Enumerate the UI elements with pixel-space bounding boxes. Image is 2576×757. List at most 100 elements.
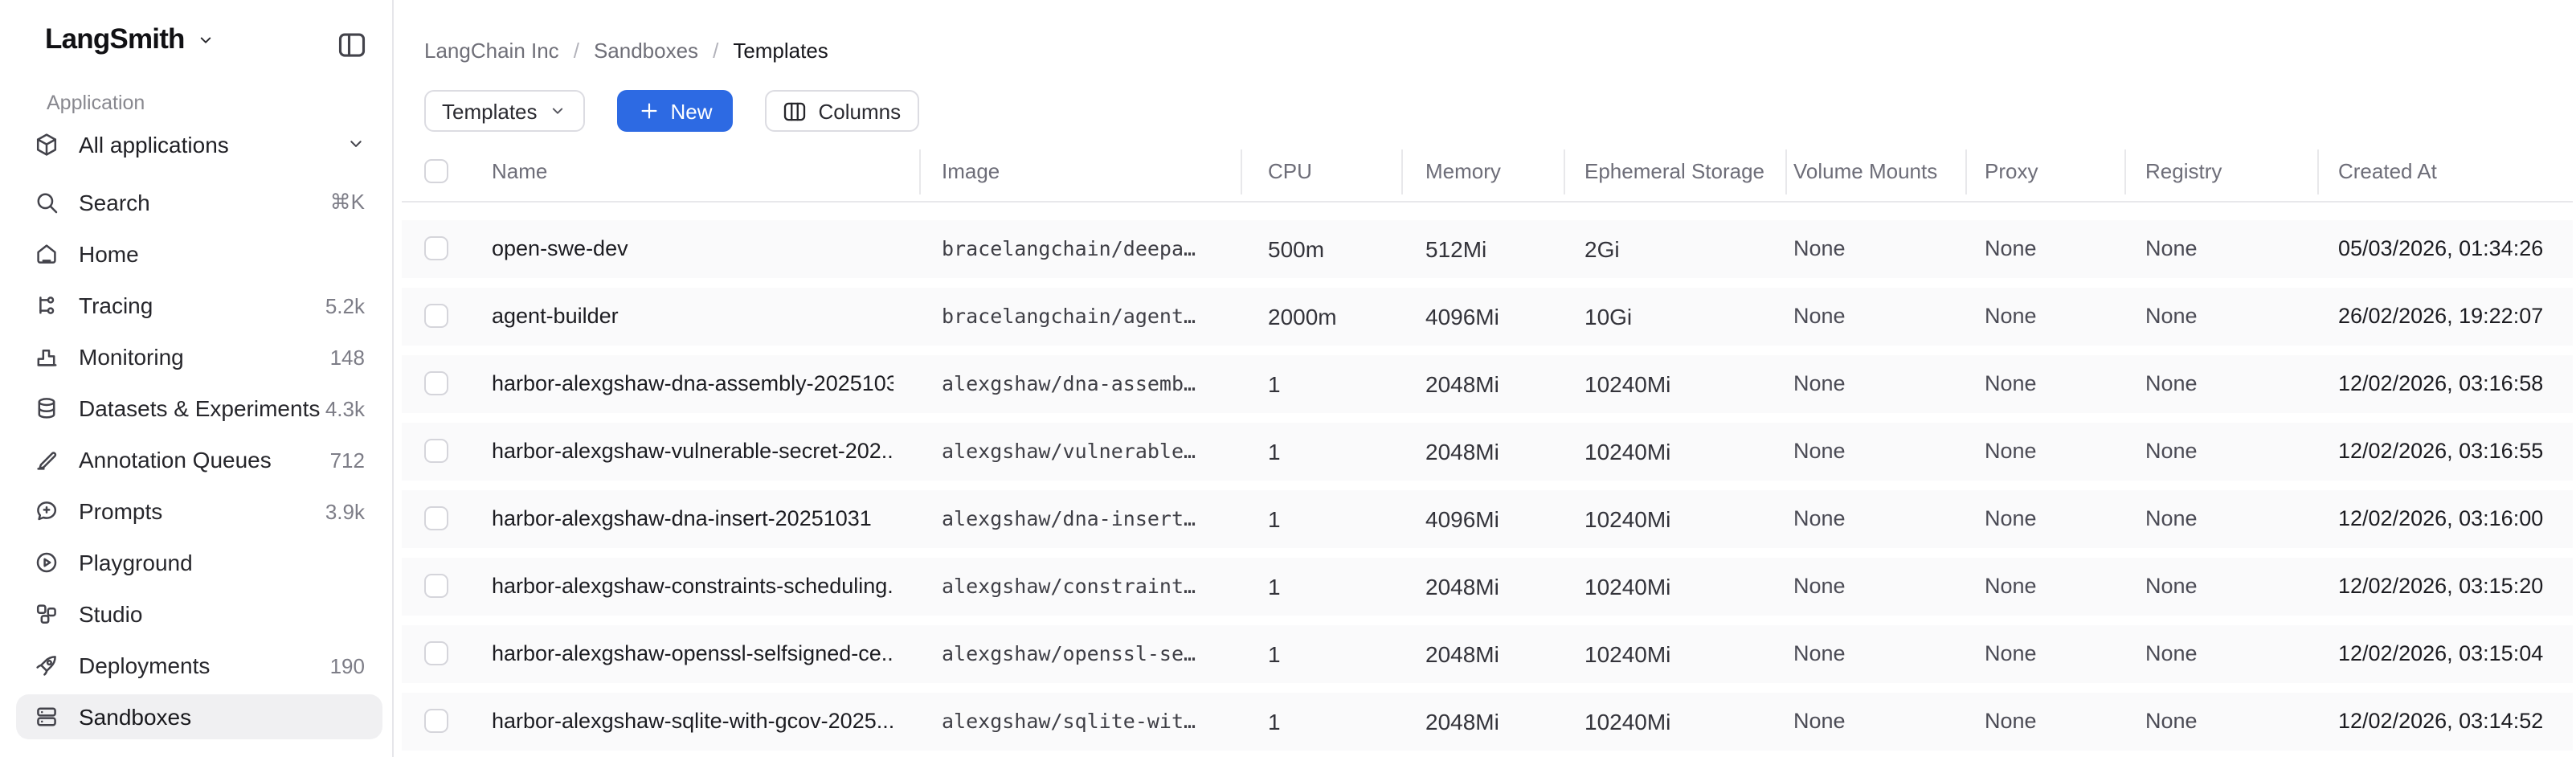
cell-image: alexgshaw/vulnerable… — [942, 439, 1196, 463]
column-header-name[interactable]: Name — [492, 159, 548, 183]
org-logo-menu[interactable]: LangSmith — [45, 23, 215, 56]
sidebar-item-studio[interactable]: Studio — [16, 591, 382, 636]
table-row: harbor-alexgshaw-dna-insert-20251031 ale… — [402, 490, 2573, 548]
cell-image: bracelangchain/deepa… — [942, 236, 1196, 260]
cell-name[interactable]: agent-builder — [492, 304, 619, 328]
column-header-memory[interactable]: Memory — [1425, 159, 1501, 183]
table-row: harbor-alexgshaw-vulnerable-secret-202..… — [402, 423, 2573, 481]
table-row: harbor-alexgshaw-constraints-scheduling.… — [402, 558, 2573, 616]
sidebar-item-tracing[interactable]: Tracing 5.2k — [16, 283, 382, 328]
cell-image: alexgshaw/openssl-se… — [942, 641, 1196, 665]
sidebar-item-deployments[interactable]: Deployments 190 — [16, 643, 382, 688]
cell-name[interactable]: harbor-alexgshaw-vulnerable-secret-202..… — [492, 439, 893, 463]
sidebar-item-count: 712 — [329, 448, 365, 472]
row-checkbox[interactable] — [424, 641, 448, 665]
toolbar: Templates New Columns — [424, 90, 919, 132]
cell-name[interactable]: harbor-alexgshaw-constraints-scheduling.… — [492, 574, 893, 598]
columns-button[interactable]: Columns — [765, 90, 919, 132]
cell-name[interactable]: open-swe-dev — [492, 236, 628, 260]
tracing-icon — [34, 293, 59, 318]
cell-memory: 2048Mi — [1425, 439, 1499, 464]
sidebar-item-home[interactable]: Home — [16, 231, 382, 276]
cell-name[interactable]: harbor-alexgshaw-dna-insert-20251031 — [492, 506, 872, 530]
sidebar-item-datasets-experiments[interactable]: Datasets & Experiments 4.3k — [16, 386, 382, 431]
cell-image: alexgshaw/dna-insert… — [942, 506, 1196, 530]
select-all-checkbox[interactable] — [424, 159, 448, 183]
sidebar-item-count: 3.9k — [325, 499, 365, 523]
column-header-image[interactable]: Image — [942, 159, 1000, 183]
sidebar-item-count: 5.2k — [325, 293, 365, 317]
breadcrumb-org[interactable]: LangChain Inc — [424, 39, 559, 63]
cell-proxy: None — [1985, 236, 2037, 260]
row-checkbox[interactable] — [424, 236, 448, 260]
sidebar-item-annotation-queues[interactable]: Annotation Queues 712 — [16, 437, 382, 482]
cell-ephemeral-storage: 10Gi — [1584, 304, 1633, 329]
column-header-created-at[interactable]: Created At — [2338, 159, 2437, 183]
sidebar-section-label: Application — [47, 92, 145, 114]
workspace-selector[interactable]: All applications — [16, 122, 382, 166]
cell-volume-mounts: None — [1793, 641, 1846, 665]
sidebar-header: LangSmith — [0, 23, 394, 68]
view-selector-dropdown[interactable]: Templates — [424, 90, 586, 132]
column-header-cpu[interactable]: CPU — [1268, 159, 1312, 183]
sidebar-item-monitoring[interactable]: Monitoring 148 — [16, 334, 382, 379]
cell-name[interactable]: harbor-alexgshaw-openssl-selfsigned-ce..… — [492, 641, 893, 665]
row-checkbox[interactable] — [424, 709, 448, 733]
new-template-button[interactable]: New — [617, 90, 734, 132]
column-separator — [1241, 149, 1242, 194]
sidebar-item-playground[interactable]: Playground — [16, 540, 382, 585]
column-separator — [1785, 149, 1787, 194]
cell-ephemeral-storage: 10240Mi — [1584, 641, 1671, 667]
studio-icon — [34, 601, 59, 627]
column-header-ephemeral-storage[interactable]: Ephemeral Storage — [1584, 159, 1765, 183]
row-checkbox[interactable] — [424, 439, 448, 463]
sidebar-item-label: Monitoring — [79, 344, 184, 370]
cell-name[interactable]: harbor-alexgshaw-dna-assembly-20251031 — [492, 371, 893, 395]
row-checkbox[interactable] — [424, 506, 448, 530]
sidebar-item-label: Home — [79, 241, 139, 267]
cell-volume-mounts: None — [1793, 236, 1846, 260]
row-checkbox[interactable] — [424, 574, 448, 598]
column-separator — [1965, 149, 1967, 194]
cell-name[interactable]: harbor-alexgshaw-sqlite-with-gcov-2025..… — [492, 709, 893, 733]
cell-created-at: 12/02/2026, 03:16:00 — [2338, 506, 2544, 530]
sidebar-item-label: Playground — [79, 550, 193, 575]
sidebar-item-label: Datasets & Experiments — [79, 395, 321, 421]
table-header: Name Image CPU Memory Ephemeral Storage Volum… — [402, 141, 2573, 203]
sidebar-item-search[interactable]: Search ⌘K — [16, 180, 382, 225]
cell-memory: 512Mi — [1425, 236, 1487, 262]
row-checkbox[interactable] — [424, 371, 448, 395]
table-row: harbor-alexgshaw-sqlite-with-gcov-2025..… — [402, 693, 2573, 751]
cell-created-at: 12/02/2026, 03:16:58 — [2338, 371, 2544, 395]
sidebar-item-sandboxes[interactable]: Sandboxes — [16, 694, 382, 739]
cell-memory: 2048Mi — [1425, 641, 1499, 667]
sidebar-item-label: Annotation Queues — [79, 447, 272, 473]
column-header-registry[interactable]: Registry — [2145, 159, 2222, 183]
column-header-proxy[interactable]: Proxy — [1985, 159, 2038, 183]
cell-volume-mounts: None — [1793, 371, 1846, 395]
sidebar-item-prompts[interactable]: Prompts 3.9k — [16, 489, 382, 534]
cell-cpu: 1 — [1268, 641, 1281, 667]
column-header-volume-mounts[interactable]: Volume Mounts — [1793, 159, 1938, 183]
cell-cpu: 1 — [1268, 439, 1281, 464]
cell-created-at: 12/02/2026, 03:16:55 — [2338, 439, 2544, 463]
cell-memory: 4096Mi — [1425, 506, 1499, 532]
cell-registry: None — [2145, 709, 2198, 733]
cell-registry: None — [2145, 439, 2198, 463]
cell-cpu: 1 — [1268, 371, 1281, 397]
cell-created-at: 05/03/2026, 01:34:26 — [2338, 236, 2544, 260]
sidebar-collapse-button[interactable] — [333, 26, 371, 64]
breadcrumb-separator: / — [573, 39, 579, 63]
cell-cpu: 1 — [1268, 506, 1281, 532]
sidebar-item-label: Tracing — [79, 293, 153, 318]
cell-ephemeral-storage: 10240Mi — [1584, 506, 1671, 532]
chevron-down-icon — [346, 133, 366, 154]
sandboxes-icon — [34, 704, 59, 730]
sidebar-item-label: Studio — [79, 601, 143, 627]
breadcrumb-sandboxes[interactable]: Sandboxes — [593, 39, 699, 63]
cell-volume-mounts: None — [1793, 574, 1846, 598]
app-logo: LangSmith — [45, 23, 185, 55]
prompts-icon — [34, 498, 59, 524]
row-checkbox[interactable] — [424, 304, 448, 328]
chevron-down-icon — [549, 101, 568, 121]
